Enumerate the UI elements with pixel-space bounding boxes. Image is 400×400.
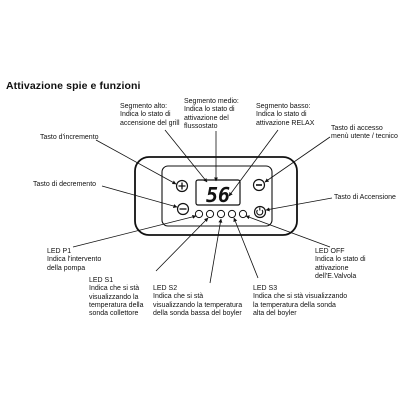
display-value: 56 xyxy=(206,183,230,207)
arrow-led-s3 xyxy=(233,217,259,279)
label-segmento-medio: Segmento medio: Indica lo stato di attiv… xyxy=(184,98,239,130)
label-tasto-menu: Tasto di accesso menù utente / tecnico xyxy=(331,125,398,141)
led-off-indicator xyxy=(238,209,248,219)
label-tasto-decremento: Tasto di decremento xyxy=(33,181,97,188)
page-title: Attivazione spie e funzioni xyxy=(6,80,141,92)
label-tasto-accensione: Tasto di Accensione xyxy=(334,194,396,201)
arrow-tasto-incremento xyxy=(95,139,177,185)
arrow-tasto-accensione xyxy=(265,197,333,212)
label-segmento-basso: Segmento basso: Indica lo stato di attiv… xyxy=(256,103,315,127)
label-led-s2: LED S2 Indica che si stà visualizzando l… xyxy=(153,285,243,317)
arrow-led-s2 xyxy=(209,218,223,284)
label-tasto-incremento: Tasto d'incremento xyxy=(40,134,99,141)
label-led-s1: LED S1 Indica che si stà visualizzando l… xyxy=(89,277,144,318)
led-s3-indicator xyxy=(227,209,237,219)
label-segmento-alto: Segmento alto: Indica lo stato di accens… xyxy=(120,103,180,127)
arrow-segmento-basso xyxy=(228,129,279,197)
led-s2-indicator xyxy=(216,209,226,219)
power-button[interactable] xyxy=(253,205,267,219)
lcd-display xyxy=(195,179,241,206)
decrement-button[interactable] xyxy=(176,202,190,216)
increment-button[interactable] xyxy=(175,179,189,193)
arrow-led-off xyxy=(245,215,331,248)
arrow-tasto-menu xyxy=(264,136,331,183)
arrow-segmento-alto xyxy=(164,129,208,183)
arrow-led-p1 xyxy=(72,214,197,248)
label-led-p1: LED P1 Indica l'intervento della pompa xyxy=(47,248,102,272)
arrow-tasto-decremento xyxy=(101,185,178,208)
led-s1-indicator xyxy=(205,209,215,219)
arrow-led-s1 xyxy=(155,217,209,272)
label-led-s3: LED S3 Indica che si stà visualizzando l… xyxy=(253,285,348,317)
label-led-off: LED OFF Indica lo stato di attivazione d… xyxy=(315,248,366,280)
led-p1-indicator xyxy=(194,209,204,219)
menu-button[interactable] xyxy=(252,178,266,192)
led-row xyxy=(194,209,248,219)
